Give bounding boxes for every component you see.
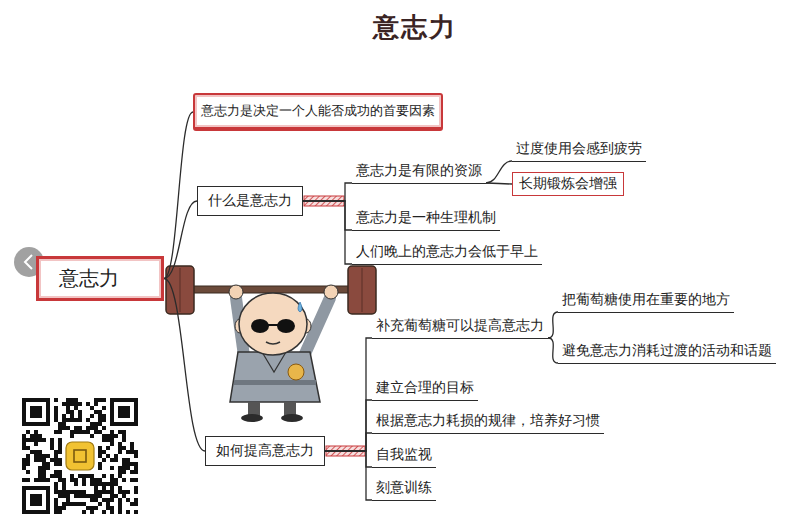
node-text: 意志力是有限的资源 — [356, 162, 482, 180]
topic-line: 补充葡萄糖可以提高意志力 — [372, 315, 548, 339]
connector — [325, 433, 372, 451]
node-text: 过度使用会感到疲劳 — [516, 140, 642, 158]
title: 意志力 — [373, 10, 457, 45]
connector — [548, 312, 558, 338]
node-text: 如何提高意志力 — [216, 442, 314, 460]
topic-line: 过度使用会感到疲劳 — [512, 138, 646, 162]
highlight-box: 长期锻炼会增强 — [512, 172, 624, 196]
node-text: 把葡萄糖使用在重要的地方 — [562, 291, 730, 309]
connector — [325, 451, 372, 500]
topic-line: 意志力是一种生理机制 — [352, 207, 500, 231]
cartoon-monk — [229, 285, 338, 422]
topic-line: 意志力是有限的资源 — [352, 160, 486, 184]
branch-box: 如何提高意志力 — [205, 436, 325, 466]
connector — [548, 338, 558, 363]
connector — [325, 338, 372, 451]
node-text: 补充葡萄糖可以提高意志力 — [376, 317, 544, 335]
qr-pattern — [22, 398, 138, 514]
connector — [164, 112, 193, 279]
node-text: 避免意志力消耗过渡的活动和话题 — [562, 342, 772, 360]
node-text: 长期锻炼会增强 — [519, 175, 617, 193]
branch-box: 什么是意志力 — [197, 186, 303, 216]
node-text: 根据意志力耗损的规律，培养好习惯 — [376, 412, 600, 430]
node-text: 人们晚上的意志力会低于早上 — [356, 243, 538, 261]
central-topic: 意志力 — [36, 256, 164, 301]
node-text: 意志力 — [59, 265, 149, 292]
connector — [303, 201, 352, 264]
key-point-box: 意志力是决定一个人能否成功的首要因素 — [193, 93, 443, 131]
node-text: 什么是意志力 — [208, 192, 292, 210]
topic-line: 建立合理的目标 — [372, 377, 478, 401]
connector — [164, 279, 205, 452]
topic-line: 避免意志力消耗过渡的活动和话题 — [558, 340, 776, 364]
node-text: 自我监视 — [376, 446, 432, 464]
qr-modules — [22, 398, 138, 514]
node-text: 意志力是一种生理机制 — [356, 209, 496, 227]
connector — [164, 201, 197, 279]
topic-line: 人们晚上的意志力会低于早上 — [352, 241, 542, 265]
node-text: 意志力是决定一个人能否成功的首要因素 — [201, 102, 435, 120]
connector — [486, 183, 512, 184]
node-text: 刻意训练 — [376, 479, 432, 497]
connector — [325, 400, 372, 451]
qr-code — [20, 396, 140, 516]
topic-line: 自我监视 — [372, 444, 436, 468]
topic-line: 把葡萄糖使用在重要的地方 — [558, 289, 734, 313]
topic-line: 刻意训练 — [372, 477, 436, 501]
connector — [486, 161, 512, 183]
node-text: 建立合理的目标 — [376, 379, 474, 397]
connector — [303, 183, 352, 201]
topic-line: 根据意志力耗损的规律，培养好习惯 — [372, 410, 604, 434]
connector — [325, 451, 372, 467]
